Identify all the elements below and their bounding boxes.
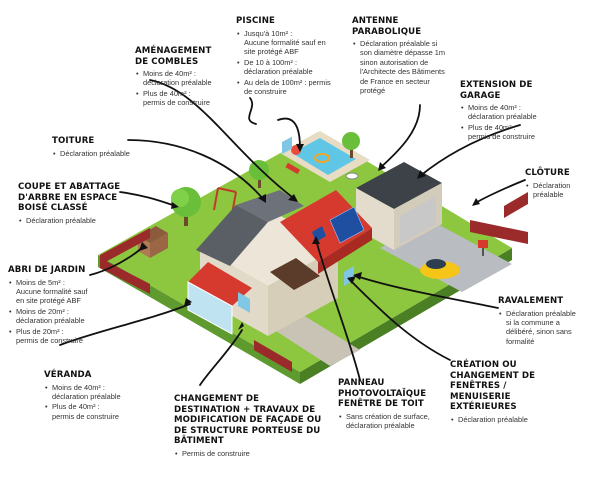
tree-icon-left	[171, 187, 201, 226]
lounger	[285, 162, 301, 175]
arrowheads	[139, 144, 480, 330]
callout-item: Moins de 40m² : déclaration préalable	[44, 383, 144, 402]
fence-front	[254, 340, 292, 372]
callout-item: Déclaration préalable	[525, 181, 597, 200]
callout-item: Sans création de surface, déclaration pr…	[338, 412, 450, 431]
callout-item: Jusqu'à 10m² : Aucune formalité sauf en …	[236, 29, 340, 57]
roof-red	[280, 190, 372, 262]
fence-right	[470, 192, 528, 244]
callout-item: Déclaration préalable si la commune a dé…	[498, 309, 598, 347]
callout-item: Moins de 40m² : déclaration préalable	[460, 103, 560, 122]
callout-extension: EXTENSION DE GARAGE Moins de 40m² : décl…	[460, 80, 560, 143]
car-icon	[420, 259, 460, 279]
callout-item: Plus de 40m² : permis de construire	[44, 402, 144, 421]
callout-item: Déclaration préalable	[450, 415, 560, 425]
callout-item: Moins de 20m² : déclaration préalable	[8, 307, 102, 326]
callout-antenne: ANTENNE PARABOLIQUE Déclaration préalabl…	[352, 16, 456, 96]
mailbox-icon	[478, 240, 488, 256]
callout-item: Plus de 40m² : permis de construire	[460, 123, 560, 142]
tree-icon-back	[249, 160, 269, 188]
callout-title: ABRI DE JARDIN	[8, 265, 86, 275]
roof-grey	[196, 205, 268, 266]
callout-amenagement: AMÉNAGEMENT DE COMBLES Moins de 40m² : d…	[135, 46, 235, 109]
window-icon	[282, 136, 292, 155]
callout-item: Déclaration préalable si son diamètre dé…	[352, 39, 456, 95]
callout-abri: ABRI DE JARDIN Moins de 5m² : Aucune for…	[8, 265, 102, 346]
callout-item: De 10 à 100m² : déclaration préalable	[236, 58, 340, 77]
callout-item: Déclaration préalable	[18, 216, 128, 226]
callout-item: Permis de construire	[174, 449, 334, 459]
callout-coupe: COUPE ET ABATTAGE D'ARBRE EN ESPACE BOIS…	[18, 182, 128, 226]
callout-title: VÉRANDA	[44, 370, 92, 380]
callout-title: AMÉNAGEMENT DE COMBLES	[135, 46, 212, 67]
callout-title: CHANGEMENT DE DESTINATION + TRAVAUX DE M…	[174, 394, 322, 446]
callout-title: RAVALEMENT	[498, 296, 564, 306]
callout-title: EXTENSION DE GARAGE	[460, 80, 533, 101]
pool-float-icon	[314, 153, 330, 163]
pool-water	[292, 138, 356, 175]
callout-cloture: CLÔTURE Déclaration préalable	[525, 168, 597, 200]
callout-veranda: VÉRANDA Moins de 40m² : déclaration préa…	[44, 370, 144, 422]
window-front-left	[238, 292, 250, 313]
callout-title: PANNEAU PHOTOVOLTAÏQUE FENÊTRE DE TOIT	[338, 378, 427, 409]
callout-item: Moins de 5m² : Aucune formalité sauf en …	[8, 278, 102, 306]
house	[187, 136, 372, 336]
tree-icon-right	[342, 132, 360, 158]
callout-panneau: PANNEAU PHOTOVOLTAÏQUE FENÊTRE DE TOIT S…	[338, 378, 450, 431]
satellite-dish-icon	[345, 172, 359, 180]
callout-item: Plus de 20m² : permis de construire	[8, 327, 102, 346]
callout-title: ANTENNE PARABOLIQUE	[352, 16, 422, 37]
callout-item: Plus de 40m² : permis de construire	[135, 89, 235, 108]
callout-title: CRÉATION OU CHANGEMENT DE FENÊTRES / MEN…	[450, 360, 536, 412]
callout-title: COUPE ET ABATTAGE D'ARBRE EN ESPACE BOIS…	[18, 182, 121, 213]
callout-changement: CHANGEMENT DE DESTINATION + TRAVAUX DE M…	[174, 394, 334, 459]
callout-item: Moins de 40m² : déclaration préalable	[135, 69, 235, 88]
callout-toiture: TOITURE Déclaration préalable	[52, 136, 152, 159]
callout-title: CLÔTURE	[525, 168, 570, 178]
callout-item: Déclaration préalable	[52, 149, 152, 159]
callout-title: TOITURE	[52, 136, 95, 146]
callout-creation: CRÉATION OU CHANGEMENT DE FENÊTRES / MEN…	[450, 360, 560, 425]
roof-red-front	[188, 262, 252, 306]
callout-piscine: PISCINE Jusqu'à 10m² : Aucune formalité …	[236, 16, 340, 97]
callout-item: Au dela de 100m² : permis de construire	[236, 78, 340, 97]
solar-panel-icon	[329, 206, 365, 244]
callout-title: PISCINE	[236, 16, 275, 26]
callout-ravalement: RAVALEMENT Déclaration préalable si la c…	[498, 296, 598, 347]
porch-roof	[270, 258, 320, 290]
